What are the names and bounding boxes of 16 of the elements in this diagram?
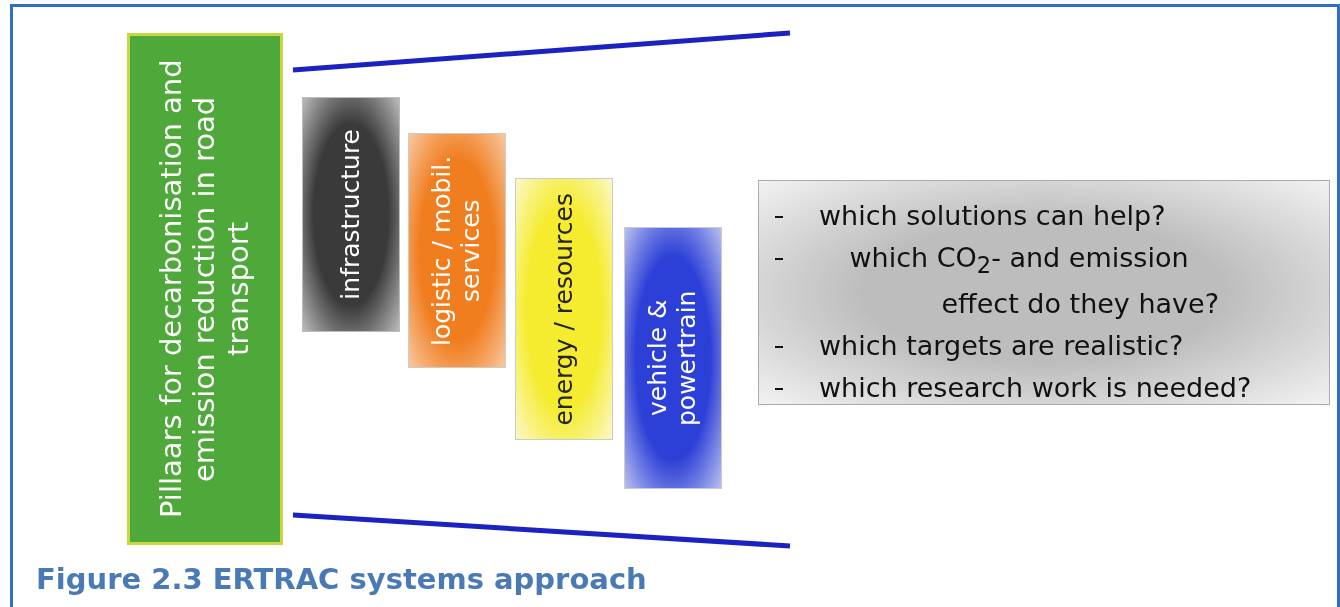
question-text: which targets are realistic? bbox=[819, 329, 1184, 361]
pillar-box bbox=[515, 178, 613, 440]
pillar-label: infrastructure bbox=[336, 129, 366, 300]
pillar-label: Pillaars for decarbonisation and emission reduction in road transport bbox=[155, 58, 255, 521]
pillar-box bbox=[127, 33, 283, 545]
pillar-box bbox=[624, 227, 722, 489]
question-text: which CO$_{2}$- and emission effect do they have? bbox=[848, 240, 1219, 322]
question-box bbox=[758, 180, 1330, 405]
question-text: which solutions can help? bbox=[819, 200, 1166, 231]
figure-caption: Figure 2.3 ERTRAC systems approach bbox=[36, 562, 647, 596]
pillar-box bbox=[408, 133, 506, 368]
pillar-label: logistic / mobil. services bbox=[428, 154, 486, 348]
pillar-box bbox=[302, 97, 400, 332]
pillar-label: vehicle & powertrain bbox=[644, 289, 702, 428]
question-text: which research work is needed? bbox=[819, 371, 1252, 403]
pillar-label: energy / resources bbox=[549, 192, 579, 426]
